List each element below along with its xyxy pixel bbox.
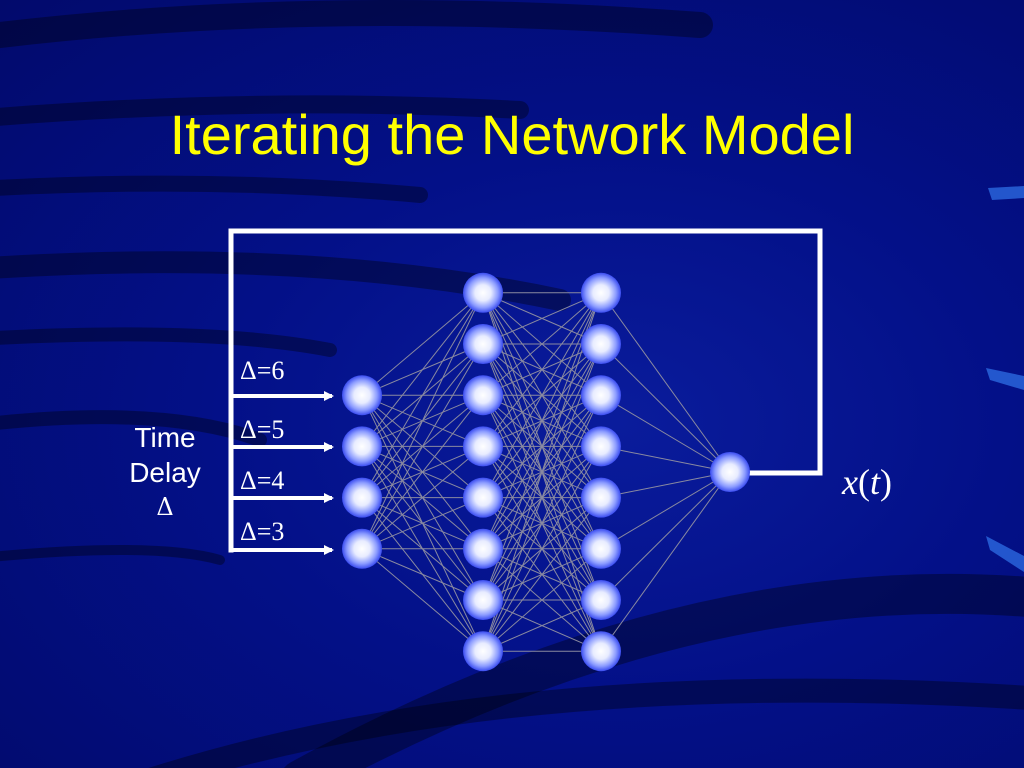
connection-l1-7-4 bbox=[482, 497, 602, 652]
connection-l0-3-2 bbox=[361, 394, 484, 550]
connection-l0-3-6 bbox=[361, 548, 484, 601]
node-layer3-0 bbox=[710, 452, 750, 492]
connection-l1-5-0 bbox=[482, 292, 602, 550]
node-layer2-4 bbox=[581, 477, 621, 518]
output-arg: t bbox=[869, 462, 880, 502]
node-layer1-2 bbox=[463, 375, 503, 416]
output-close-paren: ) bbox=[880, 462, 892, 502]
edge-accent-2 bbox=[986, 368, 1024, 390]
network-connections bbox=[361, 292, 731, 652]
connection-l0-3-1 bbox=[361, 343, 484, 550]
connection-l1-3-0 bbox=[482, 292, 602, 447]
edge-accent-3 bbox=[986, 536, 1024, 572]
node-layer2-5 bbox=[581, 528, 621, 569]
connection-l2-7-0 bbox=[600, 471, 731, 652]
node-layer0-1 bbox=[342, 426, 382, 467]
node-layer1-1 bbox=[463, 324, 503, 364]
connection-l2-2-0 bbox=[600, 394, 731, 473]
connection-l0-3-0 bbox=[361, 292, 484, 550]
connection-l2-4-0 bbox=[600, 471, 731, 499]
node-layer2-1 bbox=[581, 324, 621, 364]
edge-accent-1 bbox=[988, 186, 1024, 200]
node-layer1-3 bbox=[463, 426, 503, 467]
delay-arrows bbox=[231, 391, 334, 555]
node-layer2-6 bbox=[581, 580, 621, 620]
delay-label-5: Δ=5 bbox=[240, 415, 285, 444]
node-layer2-3 bbox=[581, 426, 621, 467]
node-layer1-6 bbox=[463, 580, 503, 620]
connection-l0-0-0 bbox=[361, 292, 484, 396]
node-layer1-5 bbox=[463, 528, 503, 569]
delay-label-3: Δ=3 bbox=[240, 517, 285, 546]
connection-l1-7-0 bbox=[482, 292, 602, 652]
node-layer0-0 bbox=[342, 375, 382, 416]
output-open-paren: ( bbox=[857, 462, 870, 502]
connection-l1-7-6 bbox=[482, 599, 602, 652]
connection-l2-0-0 bbox=[600, 292, 731, 473]
connection-l2-6-0 bbox=[600, 471, 731, 601]
connection-l1-2-0 bbox=[482, 292, 602, 396]
node-layer0-2 bbox=[342, 477, 382, 518]
connection-l2-1-0 bbox=[600, 343, 731, 473]
network-nodes bbox=[342, 272, 750, 672]
output-label: x(t) bbox=[842, 462, 892, 502]
connection-l1-7-5 bbox=[482, 548, 602, 652]
slide-title: Iterating the Network Model bbox=[169, 103, 855, 166]
delay-label-6: Δ=6 bbox=[240, 356, 285, 385]
time-delay-line3: Δ bbox=[156, 493, 174, 521]
connection-l1-7-3 bbox=[482, 446, 602, 652]
delay-label-4: Δ=4 bbox=[240, 466, 285, 495]
connection-l1-1-0 bbox=[482, 292, 602, 345]
time-delay-line2: Delay bbox=[129, 457, 201, 488]
connection-l0-1-0 bbox=[361, 292, 484, 447]
time-delay-line1: Time bbox=[134, 422, 196, 453]
node-layer2-0 bbox=[581, 272, 621, 313]
time-delay-label: Time Delay Δ bbox=[110, 420, 220, 525]
connection-l0-3-4 bbox=[361, 497, 484, 550]
connection-l1-4-0 bbox=[482, 292, 602, 498]
node-layer1-0 bbox=[463, 272, 503, 313]
output-var: x bbox=[842, 462, 858, 502]
connection-l1-7-2 bbox=[482, 394, 602, 652]
node-layer2-2 bbox=[581, 375, 621, 416]
node-layer1-4 bbox=[463, 477, 503, 518]
node-layer1-7 bbox=[463, 631, 503, 672]
connection-l0-3-3 bbox=[361, 446, 484, 550]
connection-l0-2-0 bbox=[361, 292, 484, 498]
connection-l0-3-7 bbox=[361, 548, 484, 652]
node-layer0-3 bbox=[342, 528, 382, 569]
node-layer2-7 bbox=[581, 631, 621, 672]
connection-l2-5-0 bbox=[600, 471, 731, 550]
connection-l2-3-0 bbox=[600, 445, 731, 473]
